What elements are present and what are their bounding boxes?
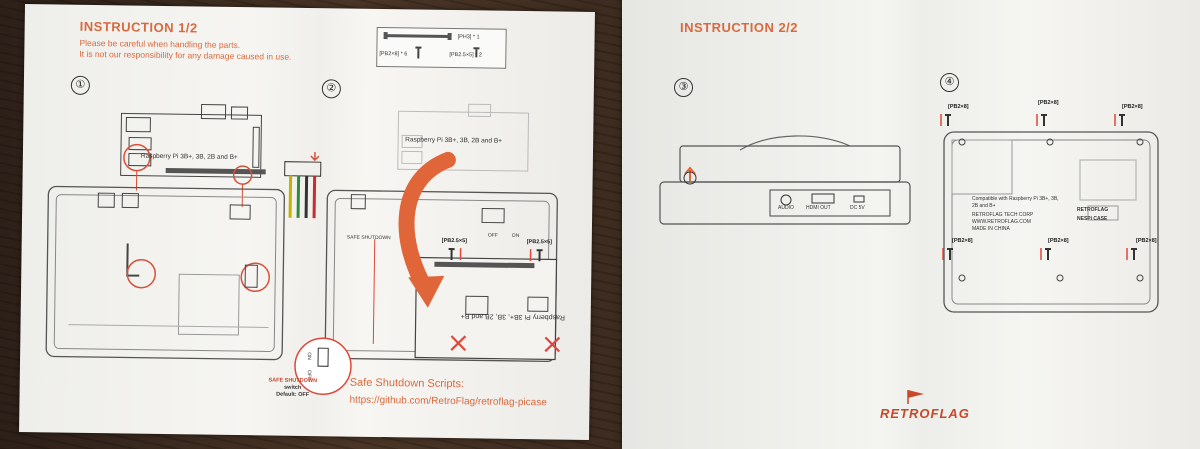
- step2-diagram: [294, 103, 561, 395]
- screw-tag-2: [PB2×8]: [1038, 100, 1059, 106]
- safe-shutdown-small-label: SAFE SHUTDOWN: [346, 234, 391, 242]
- screw-tag-3: [PB2×8]: [1122, 104, 1143, 110]
- instruction-sheet-1: INSTRUCTION 1/2 Please be careful when h…: [19, 4, 595, 440]
- compat-line-1: Compatible with Raspberry Pi 3B+, 3B,: [972, 196, 1059, 202]
- step4-bottom-view: [943, 131, 1159, 313]
- instruction-sheet-2: INSTRUCTION 2/2 ③ ④ AUDIO HDMI OUT DC 5V: [622, 0, 1200, 449]
- pi-label-rotated: Raspberry Pi 3B+, 3B, 2B and B+: [460, 312, 566, 321]
- step-1-marker: ①: [70, 75, 91, 95]
- parts-list-box: [PH3] * 1 [PB2×8] * 6 [PB2.5×5] * 2: [376, 26, 507, 69]
- safe-shutdown-switch-label: SAFE SHUTDOWN switch Default: OFF: [265, 377, 321, 399]
- case-brand: RETROFLAG: [1077, 207, 1109, 213]
- switch-label-line-2: switch: [284, 384, 302, 391]
- port-dc-label: DC 5V: [850, 205, 865, 211]
- part-pb2x8-label: [PB2×8] * 6: [379, 50, 408, 58]
- gpio-wire-connector: [284, 152, 322, 219]
- screw-tag-5: [PB2×8]: [1048, 238, 1069, 244]
- case-name: NESPi CASE: [1077, 216, 1108, 222]
- retroflag-logo: RETROFLAG: [880, 406, 970, 421]
- compat-line-2: 2B and B+: [972, 203, 996, 209]
- screw-tag-4: [PB2×8]: [952, 238, 973, 244]
- screw-tag-6: [PB2×8]: [1136, 238, 1157, 244]
- screw-icons: [383, 32, 480, 59]
- screw-tag-right: [PB2.5×5]: [526, 239, 553, 246]
- sheet2-title: INSTRUCTION 2/2: [680, 20, 799, 35]
- step-2-marker: ②: [321, 79, 341, 99]
- step-4-marker: ④: [940, 73, 959, 92]
- scripts-title: Safe Shutdown Scripts:: [349, 376, 465, 391]
- port-audio-label: AUDIO: [778, 205, 794, 211]
- scripts-url[interactable]: https://github.com/RetroFlag/retroflag-p…: [349, 394, 547, 409]
- company-line-3: MADE IN CHINA: [972, 226, 1010, 232]
- switch-label-line-3: Default: OFF: [276, 391, 310, 399]
- sheet1-title: INSTRUCTION 1/2: [79, 18, 198, 36]
- screw-tag-1: [PB2×8]: [948, 104, 969, 110]
- company-line-2: WWW.RETROFLAG.COM: [972, 219, 1031, 225]
- part-ph3-label: [PH3] * 1: [457, 34, 480, 41]
- step3-side-view: [659, 135, 911, 225]
- pi-label-step1-faded: Raspberry Pi 3B+, 3B, 2B and B+: [405, 136, 503, 145]
- step4-screws: [940, 114, 1137, 260]
- pi-label-step1: Raspberry Pi 3B+, 3B, 2B and B+: [140, 152, 238, 162]
- off-label: OFF: [487, 232, 498, 239]
- switch-off-text: OFF: [305, 369, 312, 381]
- part-pb25x5-label: [PB2.5×5] * 2: [449, 51, 482, 59]
- on-label: ON: [511, 232, 520, 239]
- step-3-marker: ③: [674, 78, 693, 97]
- screw-tag-left: [PB2.5×5]: [441, 237, 468, 245]
- retroflag-flag-icon: [907, 390, 924, 404]
- company-line-1: RETROFLAG TECH CORP: [972, 212, 1034, 218]
- warning-line-2: It is not our responsibility for any dam…: [79, 48, 292, 62]
- switch-on-text: ON: [305, 352, 312, 360]
- port-hdmi-label: HDMI OUT: [806, 205, 831, 211]
- step1-diagram: [45, 104, 285, 361]
